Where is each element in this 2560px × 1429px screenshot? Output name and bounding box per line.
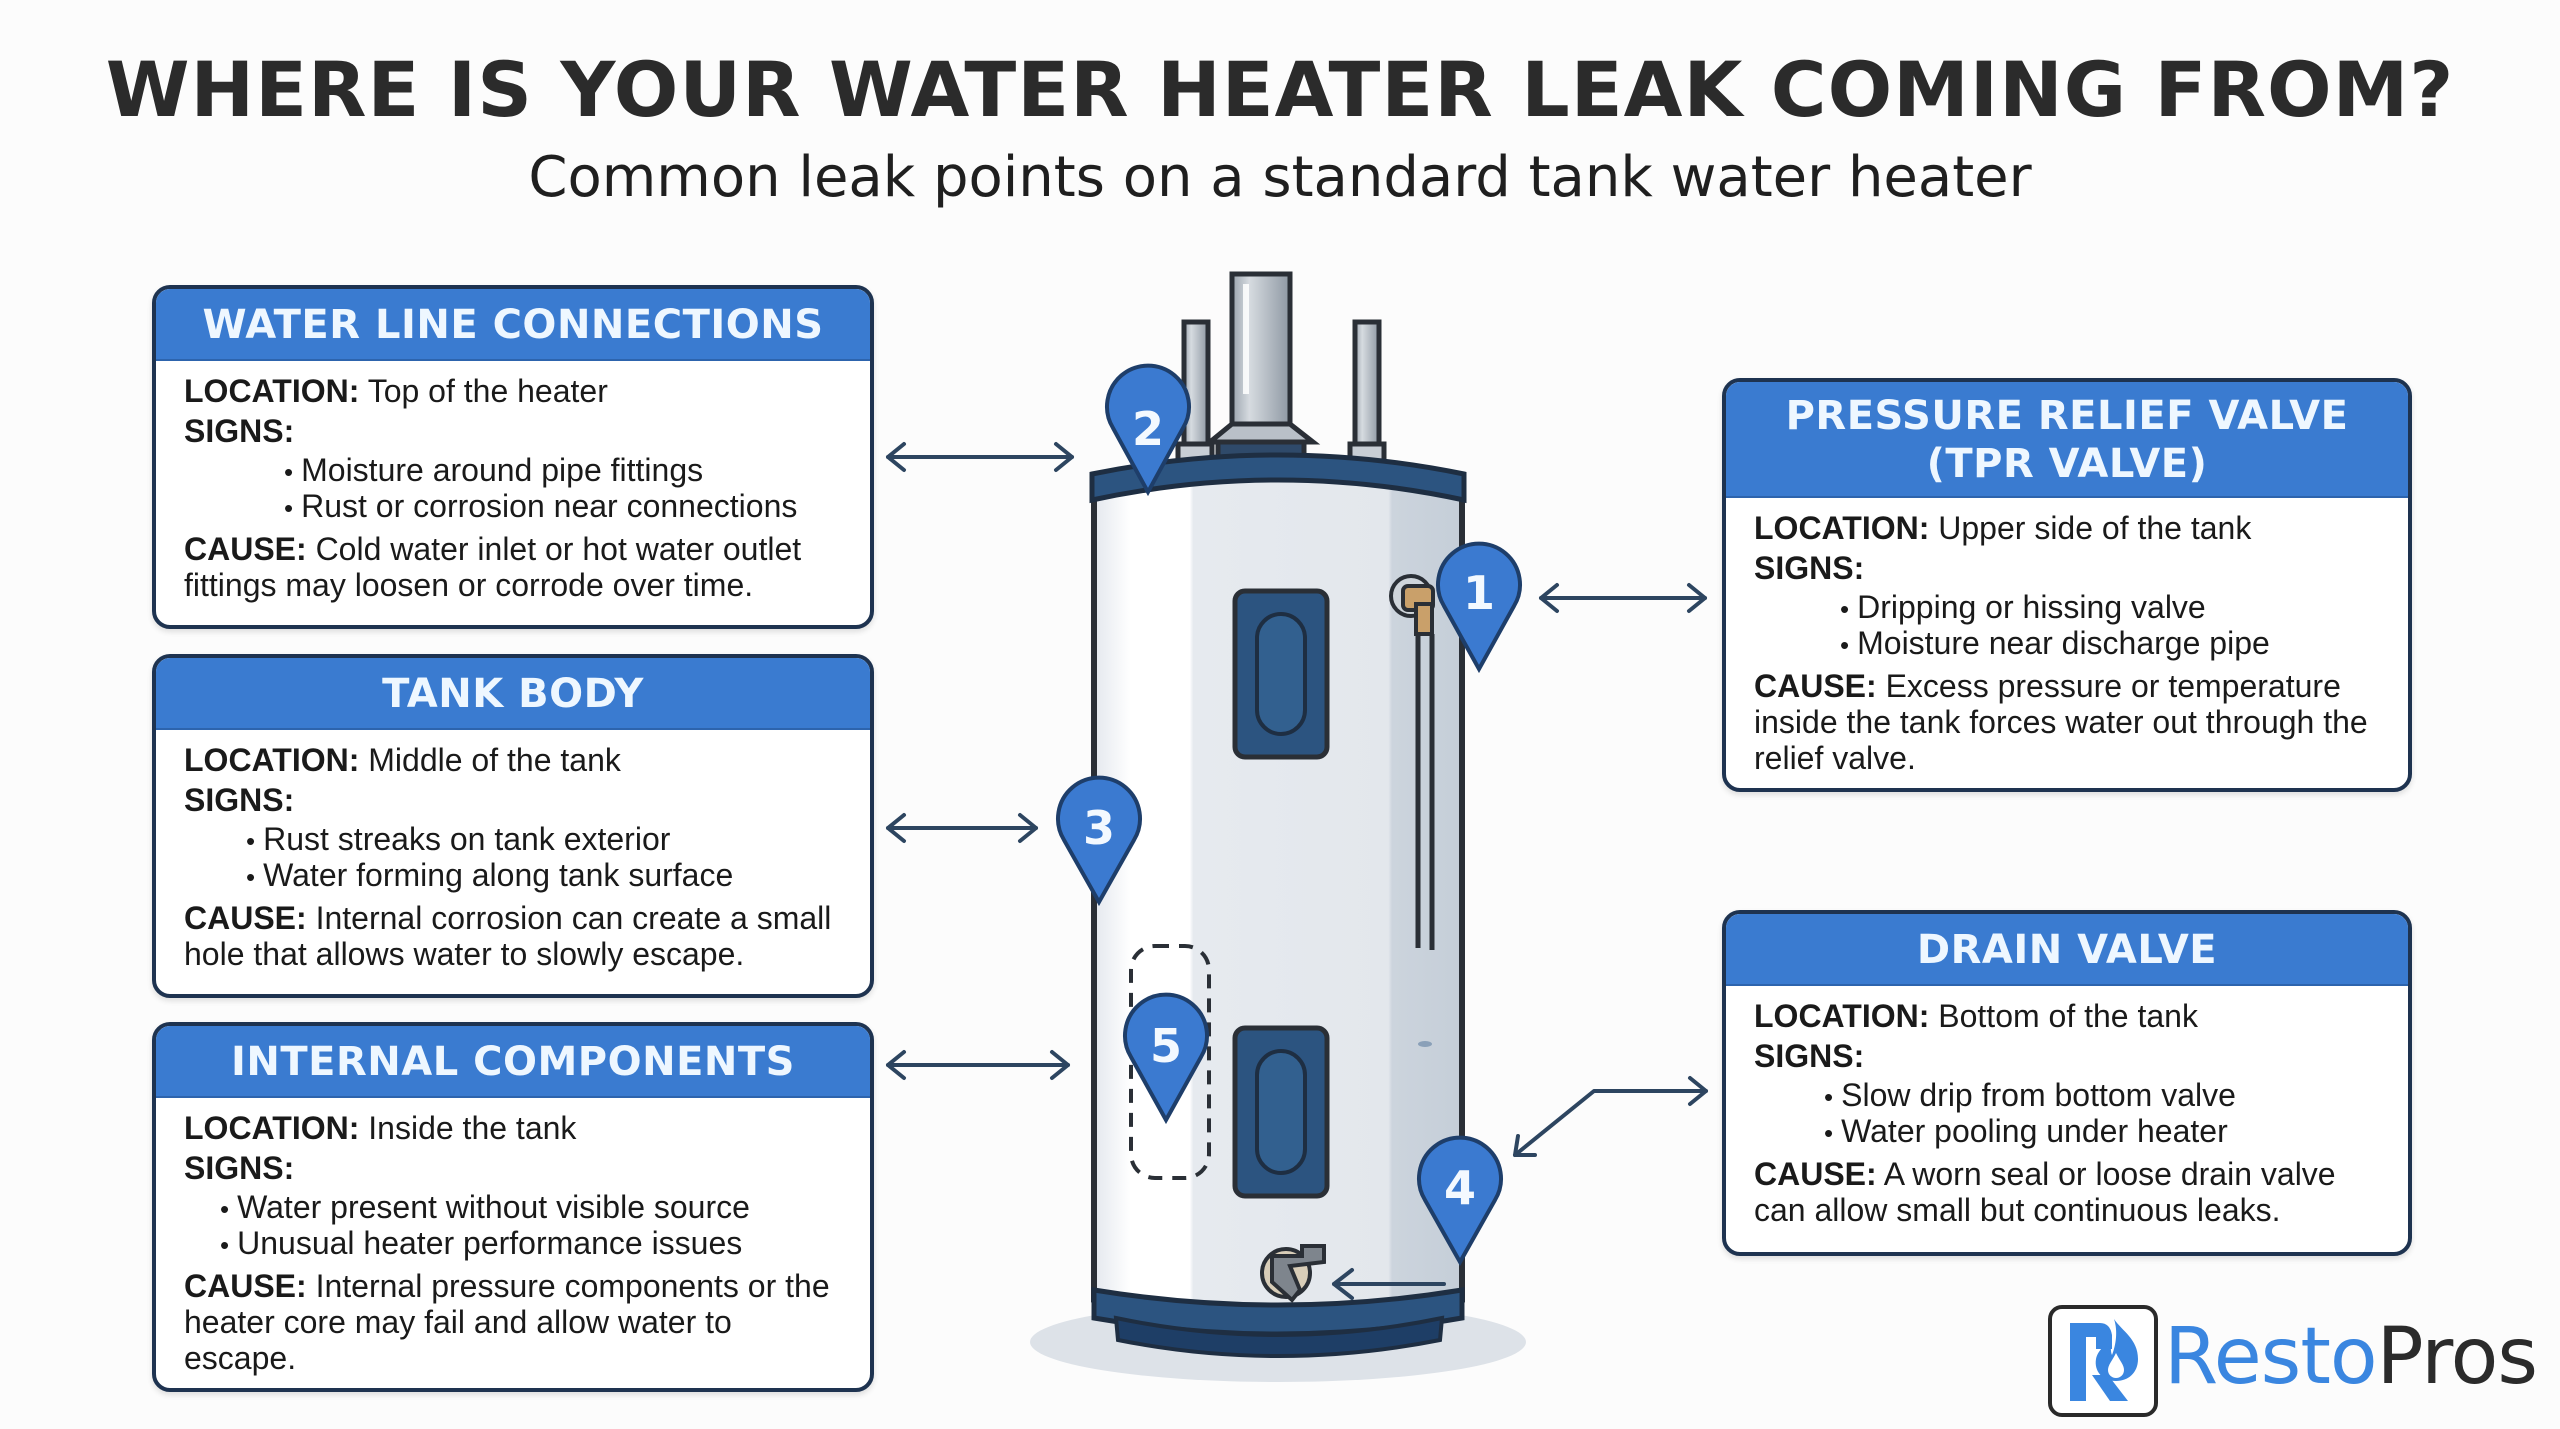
panel-title: WATER LINE CONNECTIONS (156, 289, 870, 361)
cause-value: A worn seal or loose drain valve can all… (1754, 1156, 2336, 1228)
signs-list: Moisture around pipe fittings Rust or co… (184, 453, 842, 525)
panel-tank-body: TANK BODY LOCATION: Middle of the tank S… (152, 654, 874, 998)
marker-4-icon: 4 (1417, 1135, 1503, 1267)
location-value: Upper side of the tank (1938, 510, 2252, 546)
sign-item: Moisture around pipe fittings (284, 453, 842, 489)
cause-value: Excess pressure or temperature inside th… (1754, 668, 2368, 776)
marker-3-icon: 3 (1056, 775, 1142, 907)
cause-label: CAUSE: (1754, 668, 1877, 704)
location-value: Bottom of the tank (1938, 998, 2198, 1034)
sign-item: Dripping or hissing valve (1840, 590, 2380, 626)
sign-item: Moisture near discharge pipe (1840, 626, 2380, 662)
panel-title: DRAIN VALVE (1726, 914, 2408, 986)
location-value: Middle of the tank (368, 742, 621, 778)
panel-title-line2: (TPR VALVE) (1926, 441, 2208, 487)
cause-label: CAUSE: (184, 531, 307, 567)
panel-title: INTERNAL COMPONENTS (156, 1026, 870, 1098)
sign-item: Unusual heater performance issues (220, 1226, 842, 1262)
sign-item: Water present without visible source (220, 1190, 842, 1226)
location-label: LOCATION: (184, 373, 360, 409)
brand-name-part1: Resto (2164, 1312, 2378, 1402)
cause-value: Internal pressure components or the heat… (184, 1268, 830, 1376)
location-label: LOCATION: (1754, 510, 1930, 546)
panel-title: PRESSURE RELIEF VALVE (TPR VALVE) (1726, 382, 2408, 498)
brand-name-part2: Pros (2376, 1312, 2538, 1402)
discharge-pipe (1415, 634, 1435, 950)
signs-label: SIGNS: (1754, 550, 1865, 586)
location-label: LOCATION: (184, 742, 360, 778)
sign-item: Slow drip from bottom valve (1824, 1078, 2380, 1114)
panel-title-line1: PRESSURE RELIEF VALVE (1785, 393, 2349, 439)
sign-item: Water pooling under heater (1824, 1114, 2380, 1150)
brand-name: RestoPros (2164, 1309, 2538, 1405)
cause-value: Internal corrosion can create a small ho… (184, 900, 832, 972)
panel-title: TANK BODY (156, 658, 870, 730)
svg-text:5: 5 (1150, 1019, 1182, 1073)
svg-text:2: 2 (1132, 402, 1164, 456)
signs-list: Dripping or hissing valve Moisture near … (1754, 590, 2380, 662)
panel-pressure-relief-valve: PRESSURE RELIEF VALVE (TPR VALVE) LOCATI… (1722, 378, 2412, 792)
signs-label: SIGNS: (184, 782, 295, 818)
cause-value: Cold water inlet or hot water outlet fit… (184, 531, 802, 603)
cause-label: CAUSE: (1754, 1156, 1877, 1192)
signs-list: Water present without visible source Unu… (184, 1190, 842, 1262)
connector-arrows (886, 442, 1708, 1300)
svg-text:4: 4 (1444, 1161, 1476, 1215)
restopros-logo: RestoPros (2048, 1305, 2538, 1417)
panel-internal-components: INTERNAL COMPONENTS LOCATION: Inside the… (152, 1022, 874, 1392)
signs-list: Slow drip from bottom valve Water poolin… (1754, 1078, 2380, 1150)
sign-item: Water forming along tank surface (246, 858, 842, 894)
marker-5-icon: 5 (1123, 992, 1209, 1125)
signs-label: SIGNS: (184, 413, 295, 449)
page-title: WHERE IS YOUR WATER HEATER LEAK COMING F… (105, 45, 2455, 134)
signs-list: Rust streaks on tank exterior Water form… (184, 822, 842, 894)
sign-item: Rust or corrosion near connections (284, 489, 842, 525)
tpr-valve (1389, 574, 1435, 636)
location-label: LOCATION: (1754, 998, 1930, 1034)
drain-valve (1260, 1244, 1326, 1303)
location-label: LOCATION: (184, 1110, 360, 1146)
cause-label: CAUSE: (184, 1268, 307, 1304)
panel-water-line-connections: WATER LINE CONNECTIONS LOCATION: Top of … (152, 285, 874, 629)
marker-1-icon: 1 (1436, 541, 1522, 674)
r-flame-drop-logo-icon (2048, 1305, 2158, 1417)
svg-text:3: 3 (1083, 801, 1115, 855)
location-value: Inside the tank (368, 1110, 577, 1146)
sign-item: Rust streaks on tank exterior (246, 822, 842, 858)
page-subtitle: Common leak points on a standard tank wa… (528, 145, 2032, 210)
cause-label: CAUSE: (184, 900, 307, 936)
marker-2-icon: 2 (1105, 363, 1191, 497)
panel-drain-valve: DRAIN VALVE LOCATION: Bottom of the tank… (1722, 910, 2412, 1256)
svg-text:1: 1 (1463, 566, 1495, 620)
location-value: Top of the heater (367, 373, 608, 409)
top-pipes (1175, 271, 1387, 473)
signs-label: SIGNS: (184, 1150, 295, 1186)
signs-label: SIGNS: (1754, 1038, 1865, 1074)
tank-top-cap (1089, 452, 1467, 504)
